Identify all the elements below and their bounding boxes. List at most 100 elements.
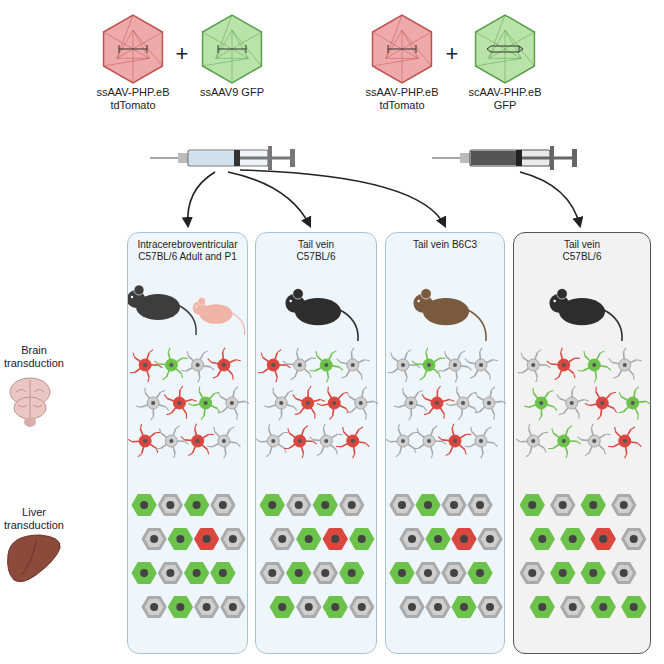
neuron (136, 388, 169, 420)
dendrite (536, 377, 537, 382)
nucleus (196, 439, 200, 443)
soma (275, 397, 287, 409)
hepatocyte (261, 495, 283, 514)
hepatocyte (159, 563, 181, 582)
cell-body (531, 597, 553, 616)
mouse-tail (467, 310, 486, 342)
cell-body (143, 529, 165, 548)
cell-body (417, 495, 439, 514)
dendrite (412, 361, 416, 364)
capsid-edge (476, 32, 522, 58)
hepatocyte (521, 563, 543, 582)
soma (294, 435, 306, 447)
dendrite (342, 427, 344, 432)
neuron (557, 386, 589, 419)
dendrite (439, 373, 440, 378)
hepatocyte (613, 563, 635, 582)
nucleus (271, 439, 275, 443)
nucleus (630, 535, 638, 543)
hepatocyte (479, 529, 501, 548)
dendrite (365, 415, 367, 420)
hepatocyte (169, 529, 191, 548)
neuron (284, 426, 317, 458)
nucleus (150, 535, 158, 543)
dendrite (611, 392, 616, 393)
dendrite (201, 416, 204, 420)
dendrite (213, 376, 218, 378)
hepatocyte (314, 495, 336, 514)
nucleus (479, 363, 483, 367)
dendrite (633, 375, 635, 380)
dendrite (304, 426, 308, 429)
dendrite (575, 358, 580, 359)
neuron (465, 348, 498, 380)
cell-body (623, 529, 645, 548)
brain-icon (10, 378, 50, 427)
soma (449, 359, 461, 371)
hepatocyte (417, 563, 439, 582)
dendrite (494, 443, 498, 446)
nucleus (559, 501, 567, 509)
capsid-outline (373, 15, 432, 83)
dendrite (422, 394, 425, 398)
dendrite (224, 454, 226, 459)
dendrite (391, 353, 393, 358)
dendrite (160, 390, 165, 392)
dendrite (583, 351, 585, 356)
mouse (193, 298, 245, 336)
dendrite (182, 358, 187, 359)
hepatocyte (453, 529, 475, 548)
neuron (309, 424, 342, 456)
hepatocyte (623, 597, 645, 616)
panel-title: Tail vein C57BL/6 (544, 239, 620, 263)
dendrite (549, 390, 554, 392)
vector-capsid: scAAV-PHP.eB GFP (460, 12, 550, 112)
dendrite (442, 441, 446, 444)
dendrite (607, 367, 611, 370)
capsid-icon (88, 12, 178, 86)
neuron (618, 387, 650, 420)
soma (267, 359, 279, 371)
neuron (130, 350, 163, 383)
dendrite (464, 446, 469, 448)
hepatocyte (552, 495, 574, 514)
nucleus (219, 501, 227, 509)
dendrite (637, 359, 642, 361)
cell-body (552, 495, 574, 514)
hepatocyte (271, 597, 293, 616)
dendrite (237, 443, 241, 446)
row-label: Liver transduction (2, 506, 66, 532)
capsid-outline (203, 15, 262, 83)
cell-body (212, 563, 234, 582)
soma (475, 359, 487, 371)
nucleus (531, 363, 535, 367)
nucleus (630, 603, 638, 611)
dendrite (128, 439, 132, 442)
cell-body (401, 597, 423, 616)
nucleus (271, 363, 275, 367)
soma (192, 435, 204, 447)
cell-body (133, 495, 155, 514)
neuron (217, 387, 249, 420)
hepatocyte (401, 529, 423, 548)
dendrite (407, 350, 411, 353)
hepatocyte (324, 529, 346, 548)
nucleus (358, 603, 366, 611)
nucleus (305, 603, 313, 611)
dendrite (315, 351, 317, 356)
nucleus (559, 569, 567, 577)
dendrite (609, 359, 612, 363)
soma (527, 435, 539, 447)
hepatocyte (288, 495, 310, 514)
nucleus (169, 439, 173, 443)
nucleus (348, 501, 356, 509)
capsid-edge (373, 58, 419, 66)
hepatocyte (613, 495, 635, 514)
nucleus (453, 439, 457, 443)
nucleus (487, 401, 491, 405)
nucleus (539, 401, 543, 405)
dendrite (353, 454, 355, 459)
dendrite (625, 454, 627, 459)
dendrite (480, 348, 482, 352)
dendrite (637, 415, 639, 420)
